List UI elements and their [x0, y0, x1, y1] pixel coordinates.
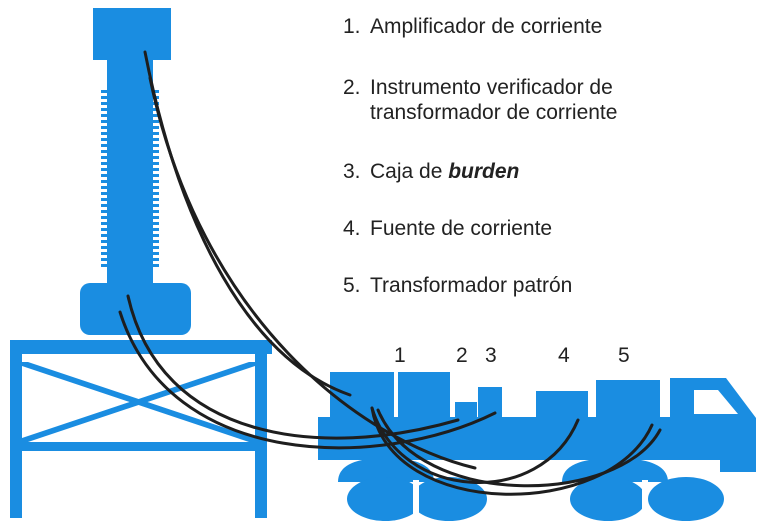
legend-item-5: 5. Transformador patrón [343, 273, 572, 298]
legend-item-4: 4. Fuente de corriente [343, 216, 552, 241]
legend-number: 5. [343, 274, 361, 297]
insulator-sheds [101, 90, 159, 267]
legend-text-line-2: transformador de corriente [370, 101, 618, 124]
legend-item-1: 1. Amplificador de corriente [343, 14, 602, 39]
transformer-base-tank [80, 283, 191, 335]
component-label-1: 1 [394, 344, 406, 367]
legend-text: Fuente de corriente [370, 217, 553, 240]
truck-wheel-1 [347, 477, 423, 521]
component-label-5: 5 [618, 344, 630, 367]
legend-number: 3. [343, 160, 361, 183]
transformer-insulator-column [107, 60, 153, 283]
legend-text: Amplificador de corriente [370, 15, 603, 38]
equipment-standard-transformer [596, 380, 660, 418]
component-label-3: 3 [485, 344, 497, 367]
cable-amp-to-standard-2 [376, 408, 662, 488]
cab-window [694, 390, 738, 414]
cable-base-to-burden [118, 310, 497, 450]
legend-number: 1. [343, 15, 361, 38]
component-label-2: 2 [456, 344, 468, 367]
equipment-amplifier [330, 372, 394, 418]
truck-wheel-2 [411, 477, 487, 521]
equipment-burden-box [478, 387, 502, 418]
legend-number: 2. [343, 76, 361, 99]
legend-number: 4. [343, 217, 361, 240]
cable-top-to-burden [148, 76, 477, 470]
truck-wheel-3 [570, 477, 646, 521]
transformer-top-cap [93, 8, 171, 60]
legend-text-emphasis: burden [448, 160, 520, 183]
legend-text: Caja de burden [370, 159, 519, 184]
cable-amp-to-standard [370, 406, 654, 496]
legend-text-line-1: Instrumento verificador de [370, 76, 613, 99]
test-truck [318, 372, 756, 521]
cable-base-to-verifier [126, 294, 460, 440]
support-structure [10, 340, 272, 518]
equipment-current-source [536, 391, 588, 418]
truck-wheel-4 [648, 477, 724, 521]
legend-item-3: 3. Caja de burden [343, 159, 519, 184]
component-label-4: 4 [558, 344, 570, 367]
transformer-under-test [80, 8, 191, 335]
cable-amp-to-source [370, 406, 580, 484]
equipment-verifier [398, 372, 450, 418]
legend-text: Transformador patrón [370, 274, 573, 297]
front-wheel-fender [338, 458, 434, 482]
connection-cables [118, 50, 662, 496]
legend-text-prefix: Caja de [370, 160, 449, 183]
